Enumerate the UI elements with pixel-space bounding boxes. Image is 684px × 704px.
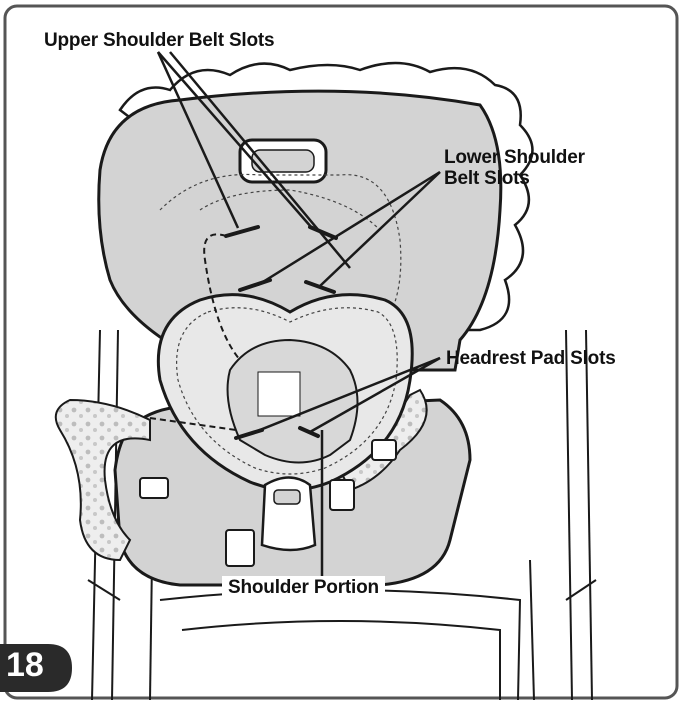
right-harness-buckle — [329, 439, 397, 511]
crotch-buckle — [260, 476, 317, 552]
leader-lines — [156, 51, 441, 578]
page-number: 18 — [6, 646, 44, 684]
stitch-line — [159, 173, 402, 331]
center-label-area — [257, 371, 301, 417]
label-lower-line2: Belt Slots — [444, 168, 530, 189]
page-border — [3, 4, 679, 700]
left-belt-strap — [54, 398, 151, 562]
label-shoulder-portion: Shoulder Portion — [222, 576, 385, 599]
left-harness-buckle — [139, 477, 255, 567]
page-badge — [0, 644, 72, 692]
label-headrest-pad-slots: Headrest Pad Slots — [446, 348, 616, 369]
label-lower-shoulder-belt-slots: Lower Shoulder Belt Slots — [444, 147, 585, 189]
label-upper-shoulder-belt-slots: Upper Shoulder Belt Slots — [44, 30, 275, 51]
stroller-frame — [87, 329, 597, 701]
label-lower-line1: Lower Shoulder — [444, 147, 585, 168]
routing-lines — [149, 233, 241, 431]
